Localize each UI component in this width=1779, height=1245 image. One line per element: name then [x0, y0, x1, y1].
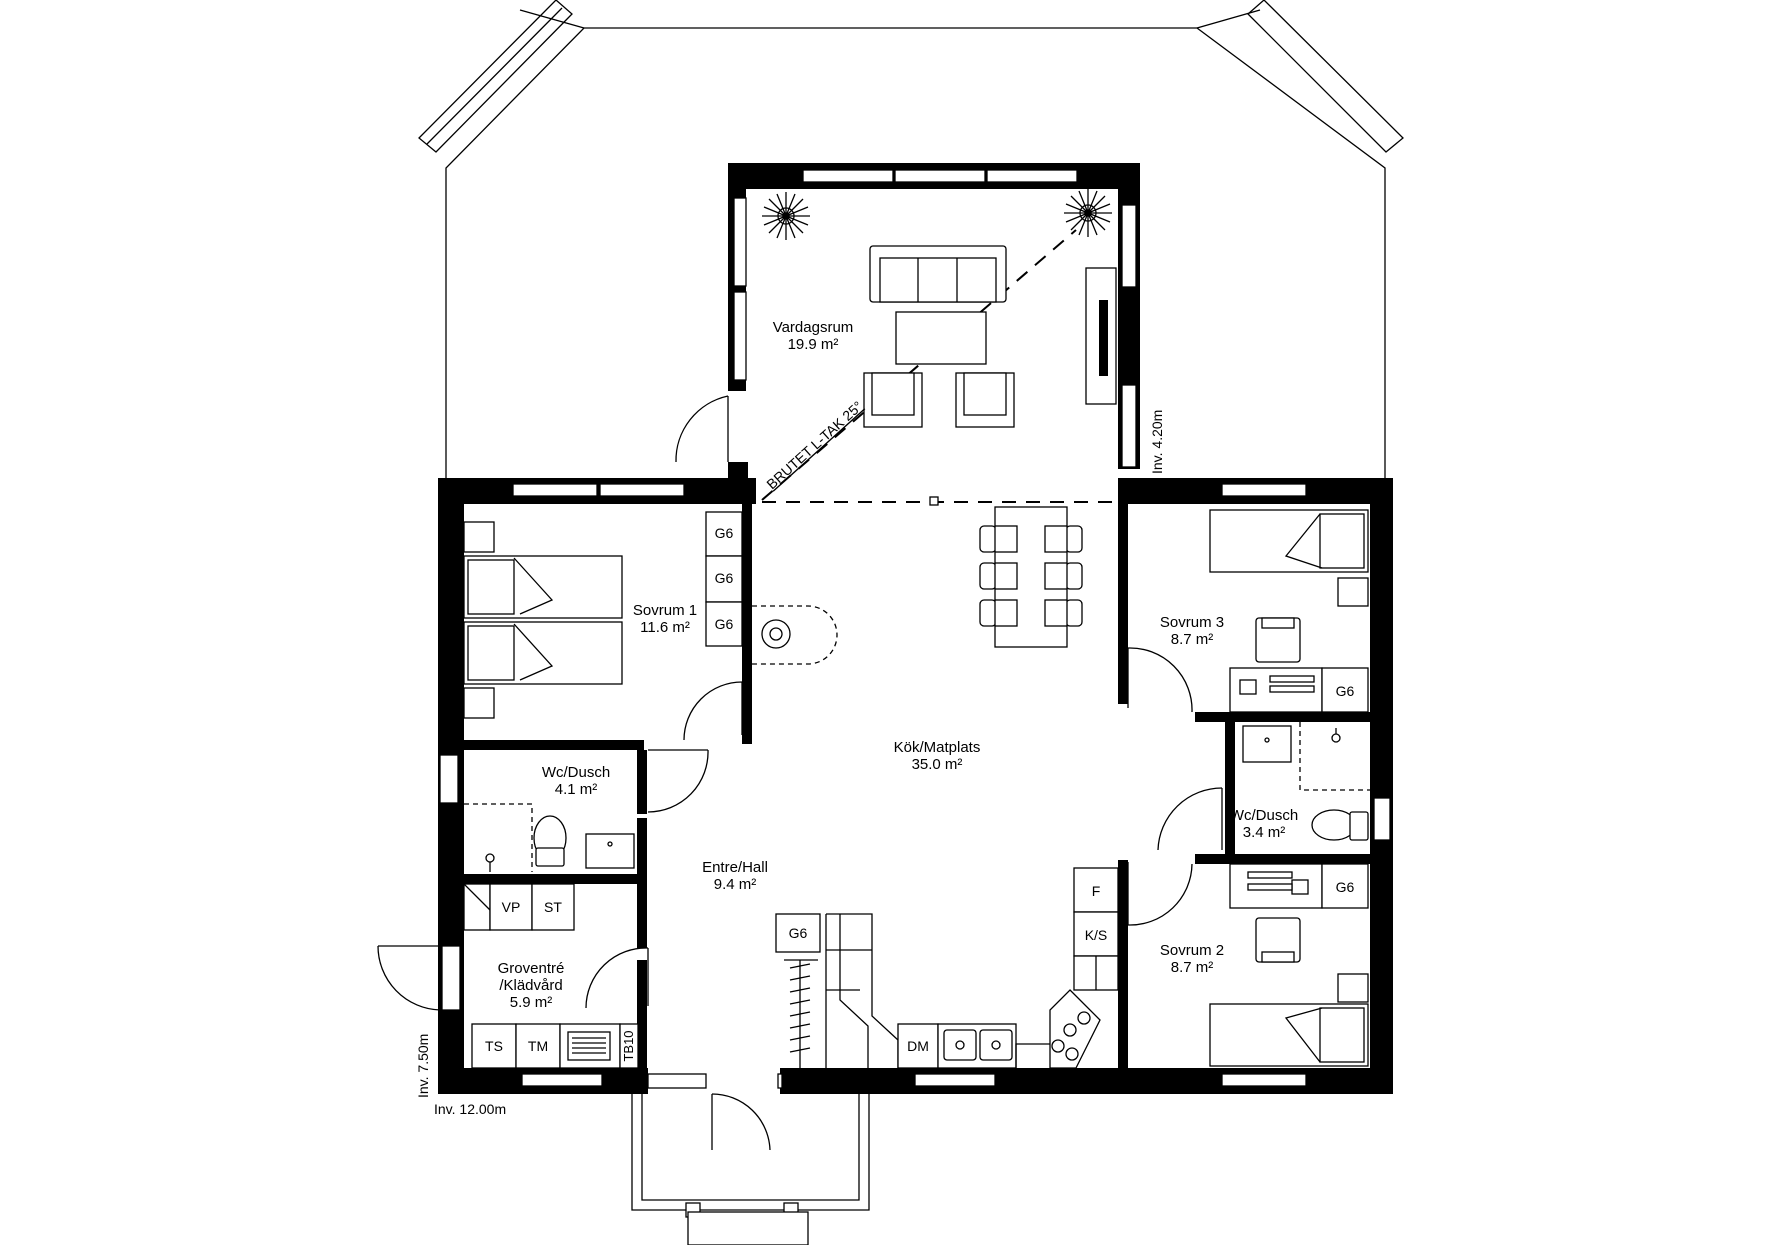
double-sink-icon: [943, 1029, 1013, 1061]
room-area-entre: 9.4 m²: [714, 876, 757, 893]
desk-chair-icon: [1255, 917, 1301, 963]
bed-icon: [463, 621, 623, 685]
computer-icon: [1239, 675, 1315, 695]
inv-height-note: Inv. 4.20m: [1149, 410, 1165, 474]
hall-fixtures: G6: [775, 913, 821, 1068]
living-room-furniture: [762, 189, 1117, 428]
laundry-sink-icon: [567, 1031, 611, 1061]
inv-depth-note: Inv. 7.50m: [415, 1034, 431, 1098]
dining-table-icon: [979, 506, 1083, 648]
vp-label: VP: [502, 899, 521, 915]
room-name-sovrum3: Sovrum 3: [1160, 614, 1224, 631]
wc1-fixtures: [464, 803, 635, 872]
room-area-kok: 35.0 m²: [912, 756, 963, 773]
shower-icon: [485, 853, 495, 872]
room-area-vardagsrum: 19.9 m²: [788, 336, 839, 353]
room-name-entre: Entre/Hall: [702, 859, 768, 876]
g6-label: G6: [715, 616, 734, 632]
armchair-icon: [863, 372, 923, 428]
terrace-outline: [418, 0, 1404, 478]
bed-icon: [1209, 509, 1369, 573]
g6-label: G6: [1336, 879, 1355, 895]
g6-label: G6: [1336, 683, 1355, 699]
computer-icon: [1247, 871, 1309, 895]
inv-width-note: Inv. 12.00m: [434, 1101, 506, 1117]
groventre-fixtures: VP ST TS TM TB10: [463, 883, 639, 1069]
tb10-label: TB10: [621, 1030, 636, 1061]
room-area-groventre: 5.9 m²: [510, 994, 553, 1011]
doors: [377, 395, 1223, 1151]
sovrum3-furniture: G6: [1209, 509, 1369, 713]
entry-porch: [631, 1073, 870, 1245]
room-name-groventre: Groventré: [498, 960, 565, 977]
bed-icon: [1209, 1003, 1369, 1067]
coffee-table-icon: [895, 311, 987, 365]
room-labels: Vardagsrum 19.9 m² Sovrum 1 11.6 m² Kök/…: [498, 319, 1299, 1011]
room-name-kok: Kök/Matplats: [894, 739, 981, 756]
tv-icon: [1099, 300, 1108, 376]
room-area-wc2: 3.4 m²: [1243, 824, 1286, 841]
plant-icon: [1064, 189, 1112, 237]
ks-label: K/S: [1085, 927, 1108, 943]
ts-label: TS: [485, 1038, 503, 1054]
desk-chair-icon: [1255, 617, 1301, 663]
room-name-klad: /Klädvård: [499, 977, 562, 994]
room-name-wc2: Wc/Dusch: [1230, 807, 1298, 824]
wc2-fixtures: [1242, 722, 1370, 841]
room-name-vardagsrum: Vardagsrum: [773, 319, 854, 336]
room-area-sovrum2: 8.7 m²: [1171, 959, 1214, 976]
kitchen-counter: DM F K/S: [825, 867, 1119, 1069]
room-area-sovrum3: 8.7 m²: [1171, 631, 1214, 648]
bed-icon: [463, 555, 623, 619]
f-label: F: [1092, 883, 1101, 899]
st-label: ST: [544, 899, 562, 915]
g6-label: G6: [715, 525, 734, 541]
shower-icon: [1331, 728, 1341, 743]
wardrobe-g6: G6 G6 G6: [705, 511, 743, 647]
room-name-sovrum2: Sovrum 2: [1160, 942, 1224, 959]
dm-label: DM: [907, 1038, 929, 1054]
roof-note: BRUTET L-TAK 25°: [763, 398, 865, 492]
plant-icon: [762, 192, 810, 240]
room-name-wc1: Wc/Dusch: [542, 764, 610, 781]
sink-icon: [1242, 725, 1292, 763]
room-area-sovrum1: 11.6 m²: [640, 619, 690, 636]
g6-label: G6: [789, 925, 808, 941]
roof-break-line: [761, 229, 1118, 506]
stove-icon: [1049, 989, 1101, 1069]
g6-label: G6: [715, 570, 734, 586]
room-name-sovrum1: Sovrum 1: [633, 602, 697, 619]
sofa-icon: [869, 245, 1007, 303]
shoe-rack-icon: [784, 959, 818, 1068]
toilet-icon: [1311, 809, 1369, 841]
sovrum1-furniture: [463, 521, 623, 719]
room-area-wc1: 4.1 m²: [555, 781, 598, 798]
toilet-icon: [533, 815, 567, 867]
sink-icon: [585, 833, 635, 869]
windows: [439, 169, 1391, 1087]
tm-label: TM: [528, 1038, 548, 1054]
armchair-icon: [955, 372, 1015, 428]
fireplace-icon: [752, 605, 838, 665]
sovrum2-furniture: G6: [1209, 863, 1369, 1067]
